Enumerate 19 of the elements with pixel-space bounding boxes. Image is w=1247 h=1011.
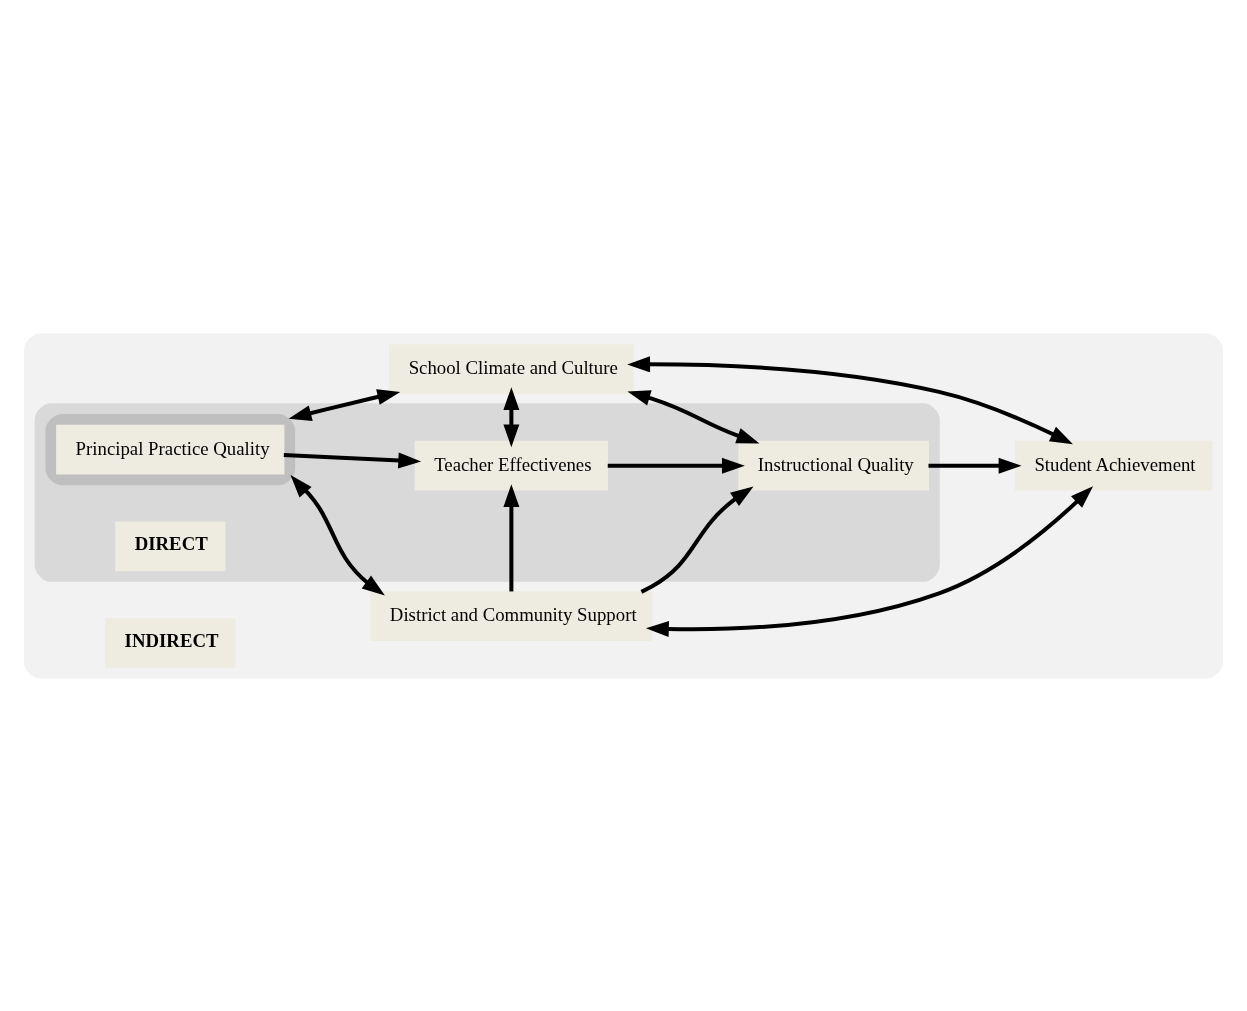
arrow [283, 451, 422, 468]
arrow [627, 355, 1073, 444]
node-box: Student Achievement [1014, 440, 1213, 491]
arrow [607, 457, 745, 474]
arrow [627, 389, 760, 443]
cluster [45, 413, 296, 485]
arrow [288, 388, 401, 421]
cluster [23, 332, 1224, 679]
arrow [640, 486, 754, 594]
arrow [928, 457, 1022, 474]
node-box: District and Community Support [370, 590, 653, 641]
node-box: School Climate and Culture [389, 343, 634, 394]
node-box: Teacher Effectivenes [414, 440, 609, 491]
node-box: Principal Practice Quality [56, 424, 285, 474]
node-box: Instructional Quality [738, 440, 929, 491]
arrow [290, 474, 385, 595]
arrow [645, 485, 1094, 637]
arrow [503, 483, 520, 591]
arrow [503, 386, 520, 447]
